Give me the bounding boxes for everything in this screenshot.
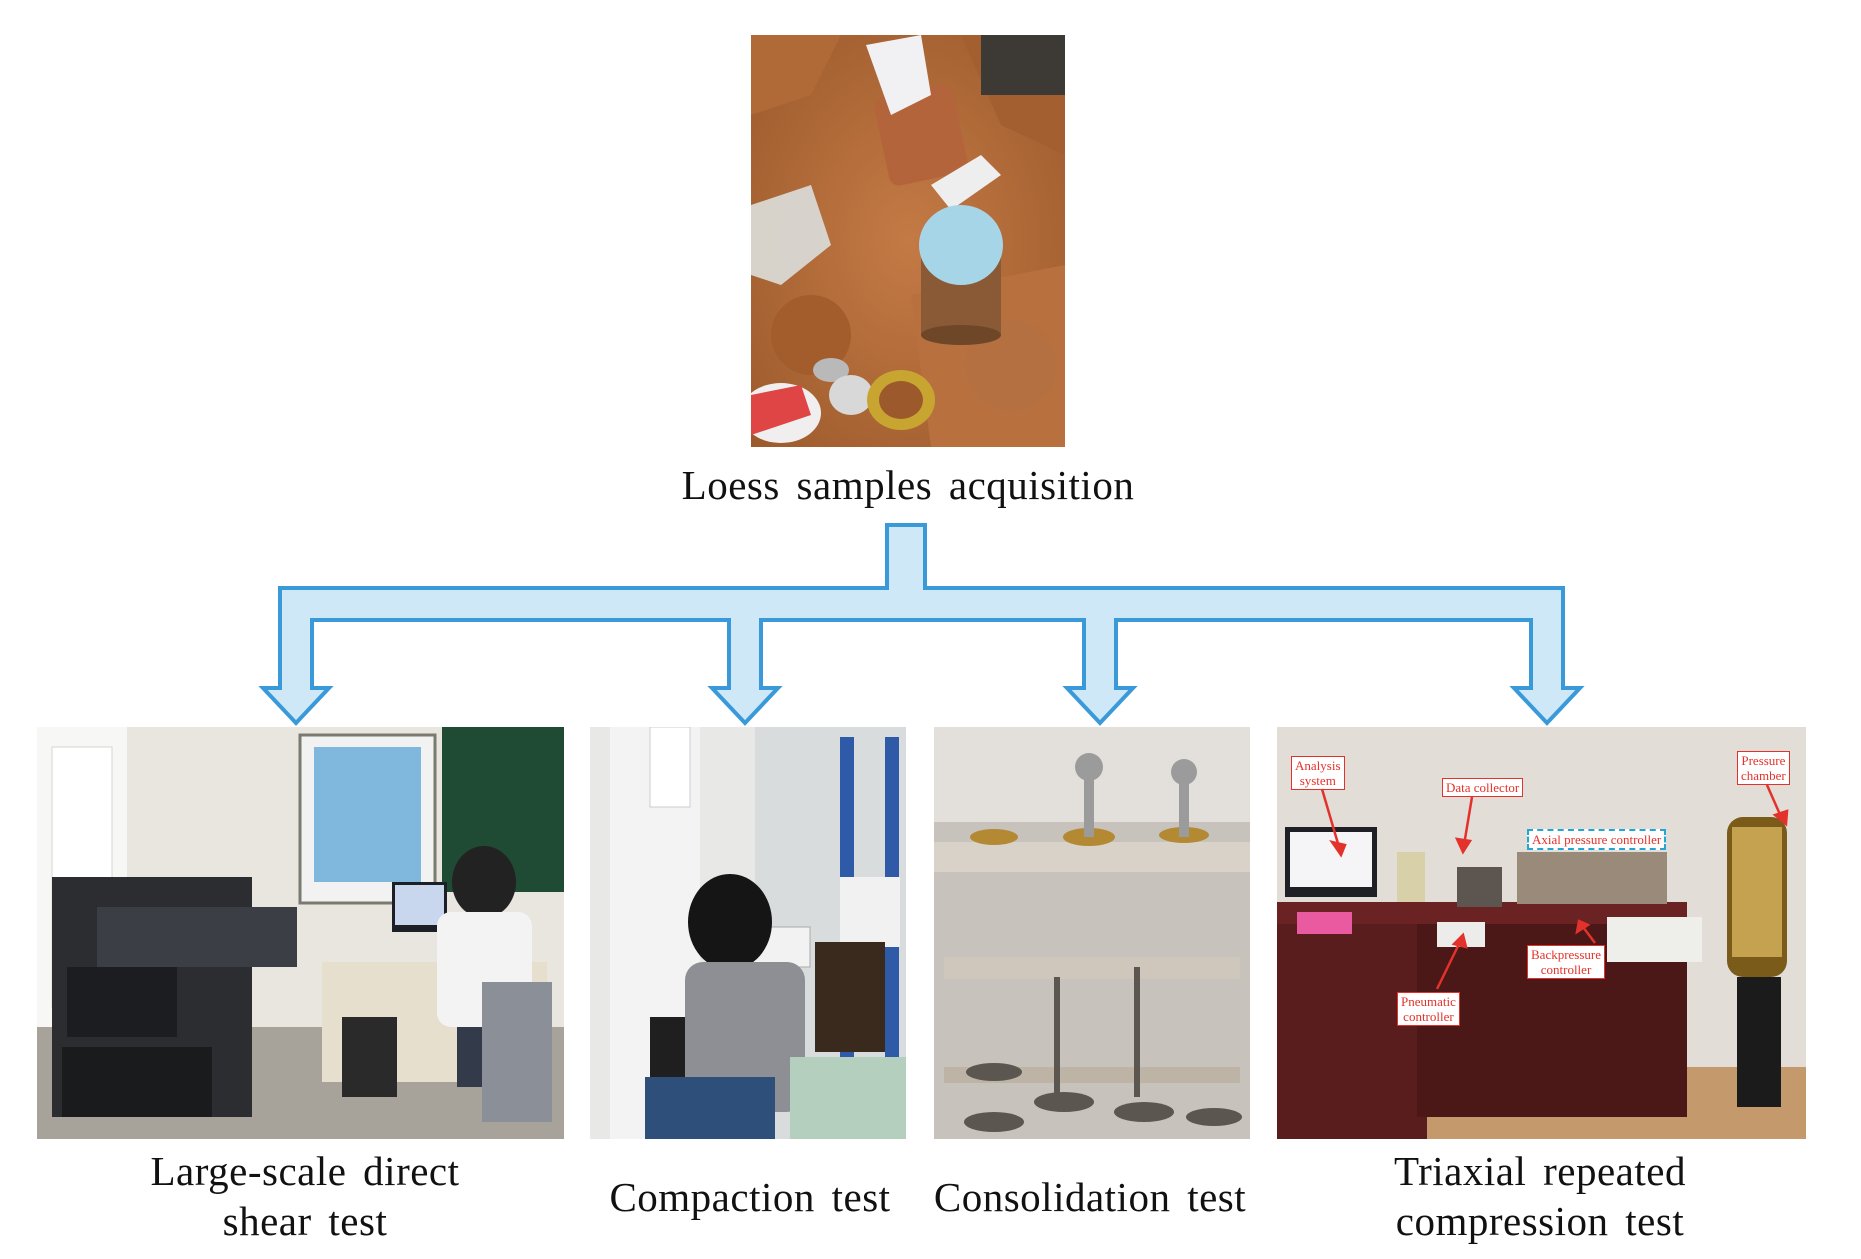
- analysis-line1: Analysis: [1295, 758, 1341, 773]
- branch-arrow: [258, 523, 1585, 726]
- pneumatic-controller-label: Pneumatic controller: [1397, 992, 1460, 1026]
- consolidation-test-photo: [934, 727, 1250, 1139]
- shear-test-photo: [37, 727, 564, 1139]
- data-collector-label: Data collector: [1442, 778, 1524, 797]
- pneumatic-line1: Pneumatic: [1401, 994, 1456, 1009]
- top-caption: Loess samples acquisition: [650, 460, 1166, 510]
- backpressure-line2: controller: [1540, 962, 1592, 977]
- pressure-chamber-label: Pressure chamber: [1737, 751, 1790, 785]
- axial-line1: Axial pressure controller: [1532, 832, 1662, 847]
- analysis-system-label: Analysis system: [1291, 756, 1345, 790]
- compaction-caption-line1: Compaction test: [609, 1174, 891, 1220]
- consolidation-caption-line1: Consolidation test: [933, 1174, 1247, 1220]
- axial-pressure-controller-label: Axial pressure controller: [1527, 829, 1667, 850]
- shear-test-caption: Large-scale direct shear test: [100, 1146, 510, 1246]
- triaxial-caption-line1: Triaxial repeated: [1394, 1148, 1686, 1194]
- analysis-line2: system: [1299, 773, 1336, 788]
- compaction-test-photo: [590, 727, 906, 1139]
- pneumatic-line2: controller: [1403, 1009, 1454, 1024]
- backpressure-line1: Backpressure: [1531, 947, 1602, 962]
- shear-caption-line2: shear test: [222, 1198, 388, 1244]
- loess-sample-photo: [751, 35, 1065, 447]
- top-caption-text: Loess samples acquisition: [681, 462, 1135, 508]
- pressure-line1: Pressure: [1741, 753, 1786, 768]
- compaction-test-caption: Compaction test: [570, 1172, 930, 1222]
- triaxial-test-caption: Triaxial repeated compression test: [1330, 1146, 1750, 1246]
- triaxial-caption-line2: compression test: [1395, 1198, 1685, 1244]
- backpressure-controller-label: Backpressure controller: [1527, 945, 1606, 979]
- shear-caption-line1: Large-scale direct: [150, 1148, 460, 1194]
- consolidation-test-caption: Consolidation test: [915, 1172, 1265, 1222]
- pressure-line2: chamber: [1741, 768, 1786, 783]
- collector-line1: Data collector: [1446, 780, 1520, 795]
- triaxial-test-photo: Analysis system Data collector Pressure …: [1277, 727, 1806, 1139]
